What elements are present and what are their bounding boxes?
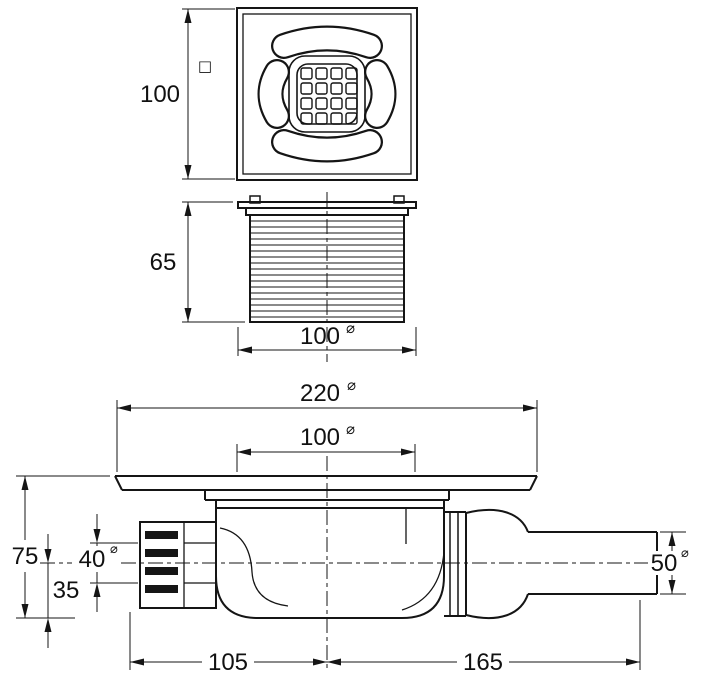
- dim-side-height-label: 65: [150, 249, 177, 276]
- extension-lines: [90, 542, 138, 584]
- dim-inlet-diameter-label: 40: [79, 546, 106, 573]
- label-mask: [72, 546, 120, 572]
- grate-curved-slots: [257, 25, 397, 163]
- diameter-symbol: ⌀: [110, 542, 118, 557]
- arrowhead-mid-right: [313, 658, 327, 666]
- outlet-bulb: [465, 508, 529, 619]
- extension-lines: [182, 201, 245, 323]
- extension-lines: [237, 327, 417, 356]
- arrowhead-down: [668, 580, 676, 594]
- label-mask: [648, 551, 686, 575]
- arrowhead-left-end: [130, 658, 144, 666]
- grate-center-ring-outer: [288, 55, 366, 133]
- dimension-side-diameter: 100 ⌀: [237, 319, 417, 356]
- neck-steps: [204, 490, 450, 509]
- dimension-top-size: 100 □: [140, 8, 235, 180]
- square-symbol: □: [198, 57, 212, 75]
- arrowhead-up: [93, 583, 101, 597]
- diameter-symbol: ⌀: [347, 376, 356, 394]
- dim-length-right-label: 165: [463, 649, 503, 676]
- extension-lines: [236, 444, 416, 472]
- dim-body-height-label: 75: [12, 543, 39, 570]
- arrowhead-right: [523, 404, 537, 412]
- arrowhead-left: [117, 404, 131, 412]
- dim-outlet-diameter-label: 50: [651, 550, 678, 577]
- label-mask: [202, 650, 254, 674]
- dim-top-size-label: 100: [140, 81, 180, 108]
- grate-outer-frame: [236, 7, 418, 181]
- arrowhead-down: [93, 529, 101, 543]
- arrowhead-mid-left: [327, 658, 341, 666]
- section-view-trap: [114, 475, 658, 619]
- dim-neck-diameter-label: 100: [300, 424, 340, 451]
- outlet-union-nut: [444, 511, 467, 617]
- inlet-nut: [139, 521, 217, 609]
- trap-body-outline: [215, 508, 445, 619]
- trap-interior-channels: [219, 508, 445, 611]
- dim-length-left-label: 105: [208, 649, 248, 676]
- dimension-inlet-diameter: 40 ⌀: [72, 514, 138, 612]
- extension-lines: [182, 8, 235, 180]
- arrowhead-up: [184, 9, 192, 23]
- dimension-side-height: 65: [150, 201, 245, 323]
- dim-bottom-offset-label: 35: [53, 577, 80, 604]
- diameter-symbol: ⌀: [346, 420, 355, 438]
- arrowhead-right: [401, 448, 415, 456]
- arrowhead-right-end: [626, 658, 640, 666]
- dimension-neck-diameter: 100 ⌀: [236, 420, 416, 472]
- arrowhead-down: [44, 549, 52, 563]
- diameter-symbol: ⌀: [346, 319, 355, 337]
- dimension-outlet-diameter: 50 ⌀: [648, 531, 689, 595]
- arrowhead-down: [21, 604, 29, 618]
- arrowhead-up: [668, 532, 676, 546]
- top-view-grate: [236, 7, 418, 181]
- inlet-bore-lines: [184, 542, 216, 584]
- arrowhead-left: [238, 346, 252, 354]
- inlet-nut-ribs: [145, 531, 178, 593]
- grate-inner-frame: [242, 13, 412, 175]
- dim-side-diameter-label: 100: [300, 323, 340, 350]
- extension-lines: [16, 475, 110, 619]
- dimension-body-height: 75: [12, 475, 110, 619]
- flange-plate: [114, 475, 538, 491]
- arrowhead-up: [44, 618, 52, 632]
- label-mask: [457, 650, 509, 674]
- extension-lines: [129, 600, 641, 670]
- inlet-nut-body: [139, 521, 217, 609]
- arrowhead-left: [237, 448, 251, 456]
- dimension-bottom-offset: 35: [44, 534, 80, 648]
- diameter-symbol: ⌀: [681, 546, 689, 561]
- dimension-flange-diameter: 220 ⌀: [116, 376, 538, 472]
- dim-flange-diameter-label: 220: [300, 380, 340, 407]
- arrowhead-up: [184, 202, 192, 216]
- arrowhead-down: [184, 308, 192, 322]
- extension-lines: [116, 400, 538, 472]
- arrowhead-right: [402, 346, 416, 354]
- arrowhead-up: [21, 476, 29, 490]
- grate-hole-grid: [300, 67, 358, 125]
- extension-lines: [660, 531, 686, 595]
- dimension-length-chain: 105 165: [129, 600, 641, 676]
- arrowhead-down: [184, 165, 192, 179]
